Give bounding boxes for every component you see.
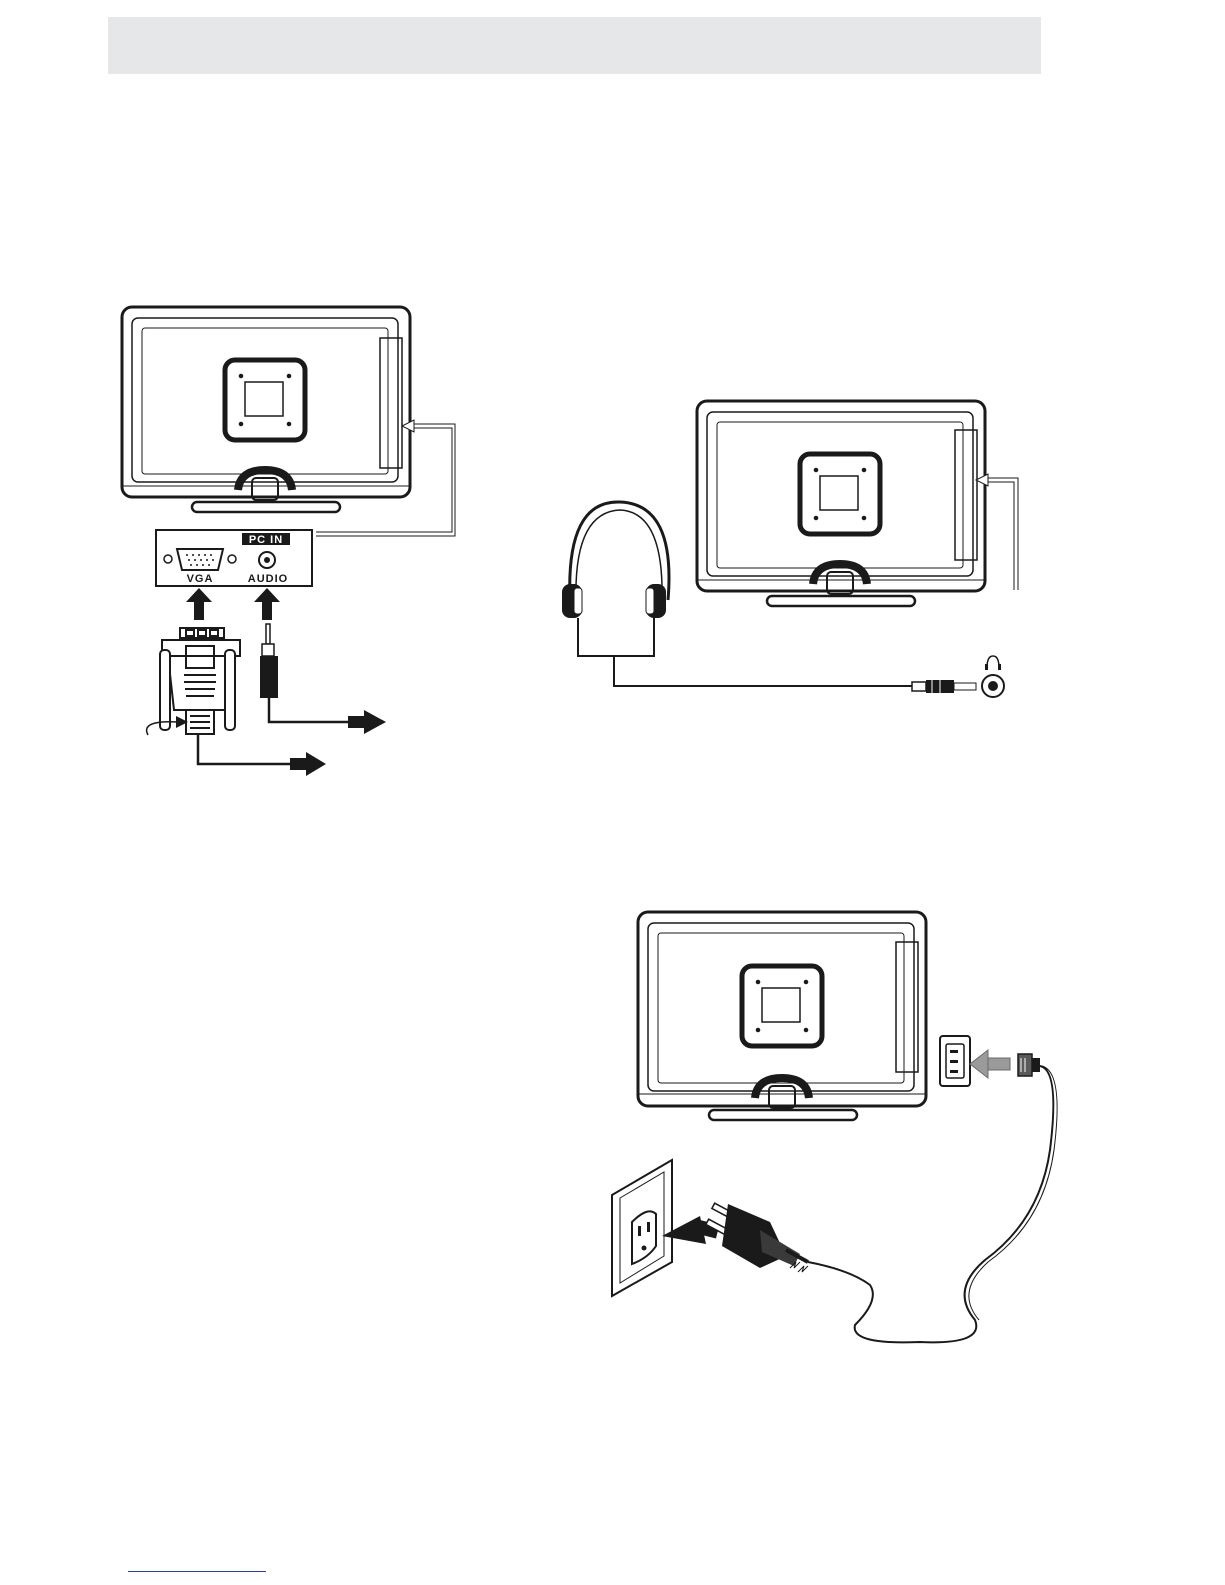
ac-power-inlet [940, 1036, 970, 1086]
tv-back-3 [638, 912, 926, 1120]
wall-outlet-icon [612, 1160, 672, 1296]
power-cord-connector [1018, 1054, 1040, 1076]
inlet-insert-arrow [970, 1050, 1010, 1078]
footer-rule [128, 1571, 266, 1572]
power-plug-icon [706, 1203, 808, 1272]
